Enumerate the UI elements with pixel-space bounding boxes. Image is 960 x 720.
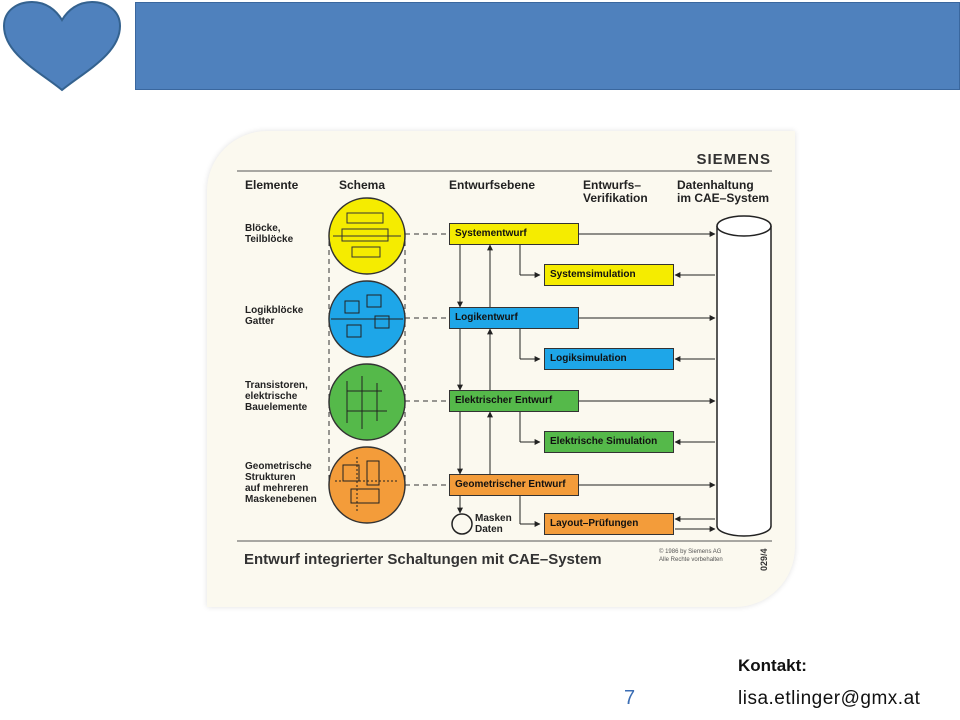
design-level-box: Systementwurf (449, 223, 579, 245)
verification-box: Systemsimulation (544, 264, 674, 286)
verification-box: Layout–Prüfungen (544, 513, 674, 535)
col-header-schema: Schema (339, 178, 386, 192)
col-header-entwurfsebene: Entwurfsebene (449, 178, 536, 192)
diagram-card: SIEMENS Elemente Schema Entwurfsebene En… (207, 131, 795, 607)
element-label: Transistoren, elektrische Bauelemente (245, 380, 308, 413)
schema-circle-yellow (328, 197, 406, 275)
verification-box: Elektrische Simulation (544, 431, 674, 453)
database-cylinder (716, 215, 772, 537)
page-number: 7 (624, 687, 636, 709)
element-label: Logikblöcke Gatter (245, 305, 304, 327)
brand-logo: SIEMENS (696, 151, 771, 168)
schema-circle-orange (328, 446, 406, 524)
copyright-text: © 1986 by Siemens AG Alle Rechte vorbeha… (659, 549, 723, 563)
design-level-box: Logikentwurf (449, 307, 579, 329)
element-label: Geometrische Strukturen auf mehreren Mas… (245, 461, 317, 505)
col-header-verifikation: Entwurfs– Verifikation (583, 178, 648, 205)
verification-box: Logiksimulation (544, 348, 674, 370)
element-label: Blöcke, Teilblöcke (245, 223, 294, 245)
title-bar (135, 2, 960, 90)
masken-label: Masken Daten (475, 513, 512, 535)
diagram-code: 029/4 (759, 548, 769, 571)
contact-email: lisa.etlinger@gmx.at (738, 688, 921, 709)
col-header-elemente: Elemente (245, 178, 299, 192)
diagram-caption: Entwurf integrierter Schaltungen mit CAE… (244, 551, 602, 568)
heart-icon (2, 0, 122, 92)
col-header-datenhaltung: Datenhaltung im CAE–System (677, 178, 770, 205)
masken-circle-icon (451, 513, 473, 535)
schema-circle-green (328, 363, 406, 441)
design-level-box: Geometrischer Entwurf (449, 474, 579, 496)
schema-circle-blue (328, 280, 406, 358)
diagram-lines (237, 170, 772, 542)
kontakt-label: Kontakt: (738, 656, 807, 675)
design-level-box: Elektrischer Entwurf (449, 390, 579, 412)
